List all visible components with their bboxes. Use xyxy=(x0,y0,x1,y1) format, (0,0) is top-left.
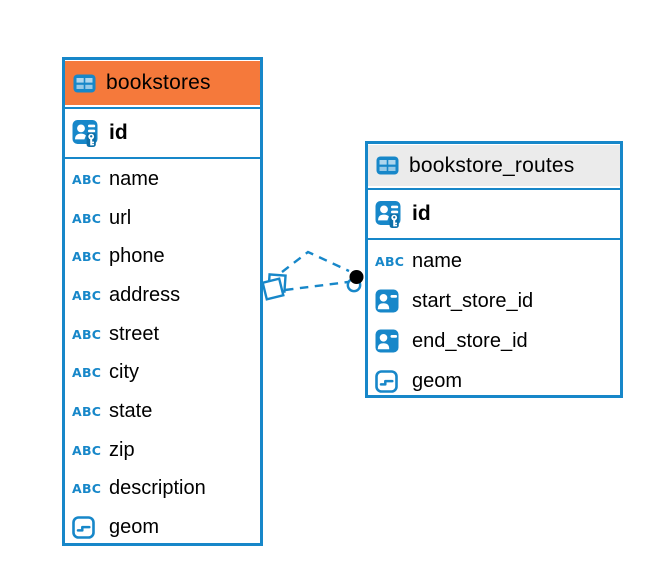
text-icon: ABC xyxy=(72,403,102,419)
relationship-many-marker[interactable] xyxy=(261,273,287,301)
text-icon: ABC xyxy=(72,249,102,265)
foreign-key-icon xyxy=(375,329,403,353)
table-header-bookstore-routes[interactable]: bookstore_routes xyxy=(368,145,620,186)
text-icon: ABC xyxy=(72,210,102,226)
primary-key-icon xyxy=(72,119,100,148)
column-name: geom xyxy=(109,516,160,539)
column-row-phone[interactable]: ABC phone xyxy=(65,237,260,276)
column-row-zip[interactable]: ABC zip xyxy=(65,431,260,470)
column-row-city[interactable]: ABC city xyxy=(65,353,260,392)
column-name: name xyxy=(412,249,463,272)
column-row-url[interactable]: ABC url xyxy=(65,199,260,238)
column-name: id xyxy=(109,121,128,144)
column-name: state xyxy=(109,399,153,422)
column-name: name xyxy=(109,167,160,190)
foreign-key-icon xyxy=(375,289,403,313)
column-name: geom xyxy=(412,369,463,392)
table-icon xyxy=(72,73,97,94)
column-name: id xyxy=(412,202,431,225)
object-icon xyxy=(375,369,403,393)
column-row-address[interactable]: ABC address xyxy=(65,276,260,315)
column-row-id[interactable]: id xyxy=(65,111,260,155)
column-row-street[interactable]: ABC street xyxy=(65,315,260,354)
column-name: address xyxy=(109,283,181,306)
column-row-name[interactable]: ABC name xyxy=(368,241,620,281)
table-title: bookstores xyxy=(106,71,211,94)
column-name: phone xyxy=(109,245,165,268)
column-row-id[interactable]: id xyxy=(368,192,620,236)
column-row-name[interactable]: ABC name xyxy=(65,160,260,199)
primary-key-icon xyxy=(375,200,403,229)
column-row-start_store_id[interactable]: start_store_id xyxy=(368,281,620,321)
divider xyxy=(368,238,620,240)
column-row-description[interactable]: ABC description xyxy=(65,470,260,509)
table-header-bookstores[interactable]: bookstores xyxy=(65,61,260,105)
divider xyxy=(368,188,620,190)
column-name: url xyxy=(109,206,132,229)
table-icon xyxy=(375,155,400,176)
text-icon: ABC xyxy=(72,365,102,381)
column-row-geom[interactable]: geom xyxy=(368,361,620,401)
column-row-state[interactable]: ABC state xyxy=(65,392,260,431)
object-icon xyxy=(72,516,100,539)
text-icon: ABC xyxy=(375,253,405,269)
relationship-line-2[interactable] xyxy=(284,280,349,292)
text-icon: ABC xyxy=(72,326,102,342)
divider xyxy=(65,107,260,109)
divider xyxy=(65,157,260,159)
column-name: city xyxy=(109,361,139,384)
column-name: description xyxy=(109,477,206,500)
text-icon: ABC xyxy=(72,171,102,187)
relationship-line-1[interactable] xyxy=(281,250,350,273)
text-icon: ABC xyxy=(72,442,102,458)
column-row-end_store_id[interactable]: end_store_id xyxy=(368,321,620,361)
column-list: ABC name start_store_id end_store_id geom xyxy=(368,240,620,401)
column-row-geom[interactable]: geom xyxy=(65,508,260,547)
table-title: bookstore_routes xyxy=(409,153,575,177)
column-name: zip xyxy=(109,438,135,461)
column-name: street xyxy=(109,322,160,345)
relationship-end-dot[interactable] xyxy=(346,270,364,293)
column-name: start_store_id xyxy=(412,289,534,312)
text-icon: ABC xyxy=(72,481,102,497)
column-name: end_store_id xyxy=(412,329,528,352)
entity-table-bookstore-routes[interactable]: bookstore_routes id ABC name start_store_… xyxy=(365,141,623,398)
text-icon: ABC xyxy=(72,287,102,303)
